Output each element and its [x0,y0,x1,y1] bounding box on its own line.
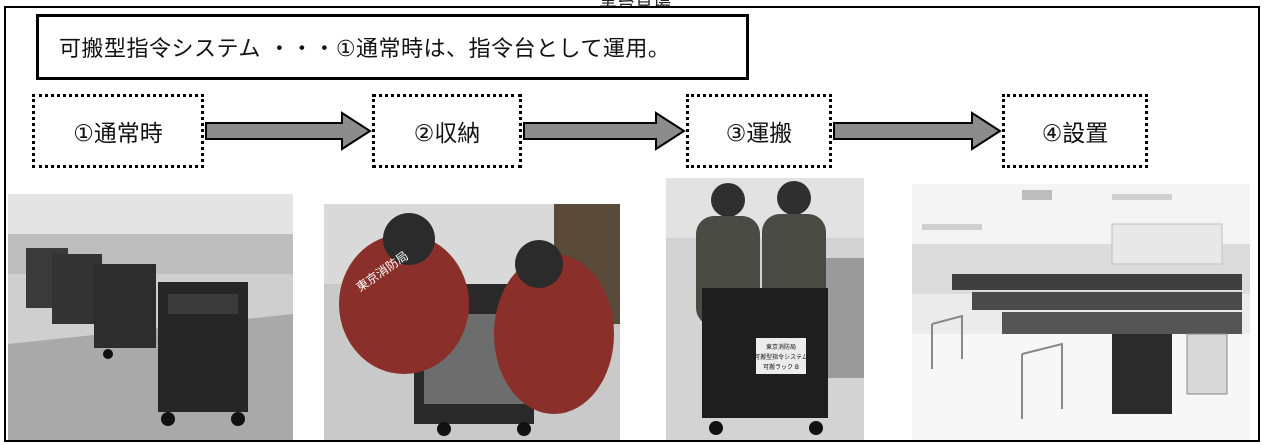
svg-text:可搬型指令システム: 可搬型指令システム [754,353,808,361]
svg-text:可搬ラック B: 可搬ラック B [763,363,799,371]
step-label: ①通常時 [73,121,163,147]
flow-arrow-3 [833,111,1002,151]
step-install: ④設置 [1002,94,1148,168]
step-label: ③運搬 [725,121,793,147]
step-storage: ②収納 [372,94,522,168]
step-label: ②収納 [413,121,481,147]
flow-arrow-1 [205,111,372,151]
diagram-frame: 可搬型指令システム ・・・①通常時は、指令台として運用。 ①通常時 ②収納 ③運… [4,6,1260,442]
title-text: 可搬型指令システム ・・・①通常時は、指令台として運用。 [59,37,671,62]
title-box: 可搬型指令システム ・・・①通常時は、指令台として運用。 [36,14,749,80]
photo-storing: 東京消防局 [324,204,620,440]
svg-text:東京消防局: 東京消防局 [766,343,796,351]
step-label: ④設置 [1041,121,1109,147]
step-transport: ③運搬 [686,94,832,168]
photo-normal-operation [8,194,293,440]
photo-transporting: 東京消防局 可搬型指令システム 可搬ラック B [666,178,864,440]
photo-installed [912,184,1250,440]
flow-arrow-2 [523,111,686,151]
step-normal: ①通常時 [32,94,204,168]
